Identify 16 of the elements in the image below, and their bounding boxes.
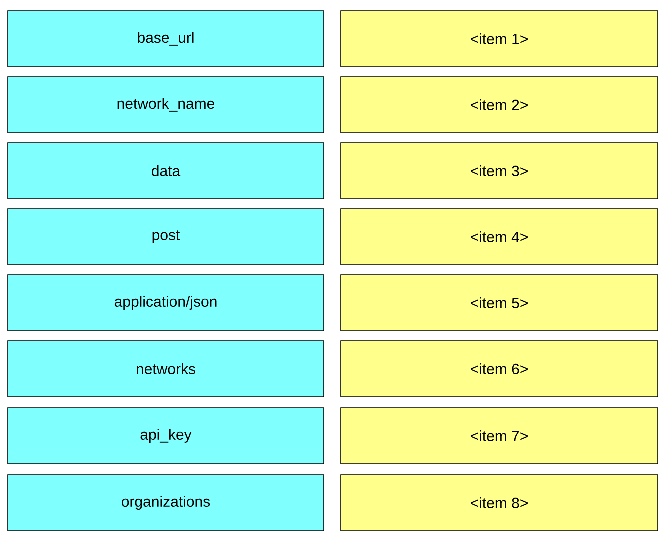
- answer-slot-box: <item 4>: [340, 208, 658, 266]
- term-box: networks: [8, 340, 324, 398]
- answer-slot-box: <item 6>: [340, 340, 658, 398]
- answer-slot-box: <item 8>: [340, 474, 658, 532]
- term-box: post: [8, 208, 324, 266]
- term-box: base_url: [8, 10, 324, 68]
- answer-slot-box: <item 2>: [340, 76, 658, 134]
- answer-slot-box: <item 5>: [340, 274, 658, 332]
- term-box: organizations: [8, 474, 324, 532]
- term-box: data: [8, 142, 324, 200]
- term-box: network_name: [8, 76, 324, 134]
- answer-slot-box: <item 1>: [340, 10, 658, 68]
- term-box: application/json: [8, 274, 324, 332]
- term-box: api_key: [8, 408, 324, 464]
- answer-slot-box: <item 3>: [340, 142, 658, 200]
- answer-slot-box: <item 7>: [340, 408, 658, 464]
